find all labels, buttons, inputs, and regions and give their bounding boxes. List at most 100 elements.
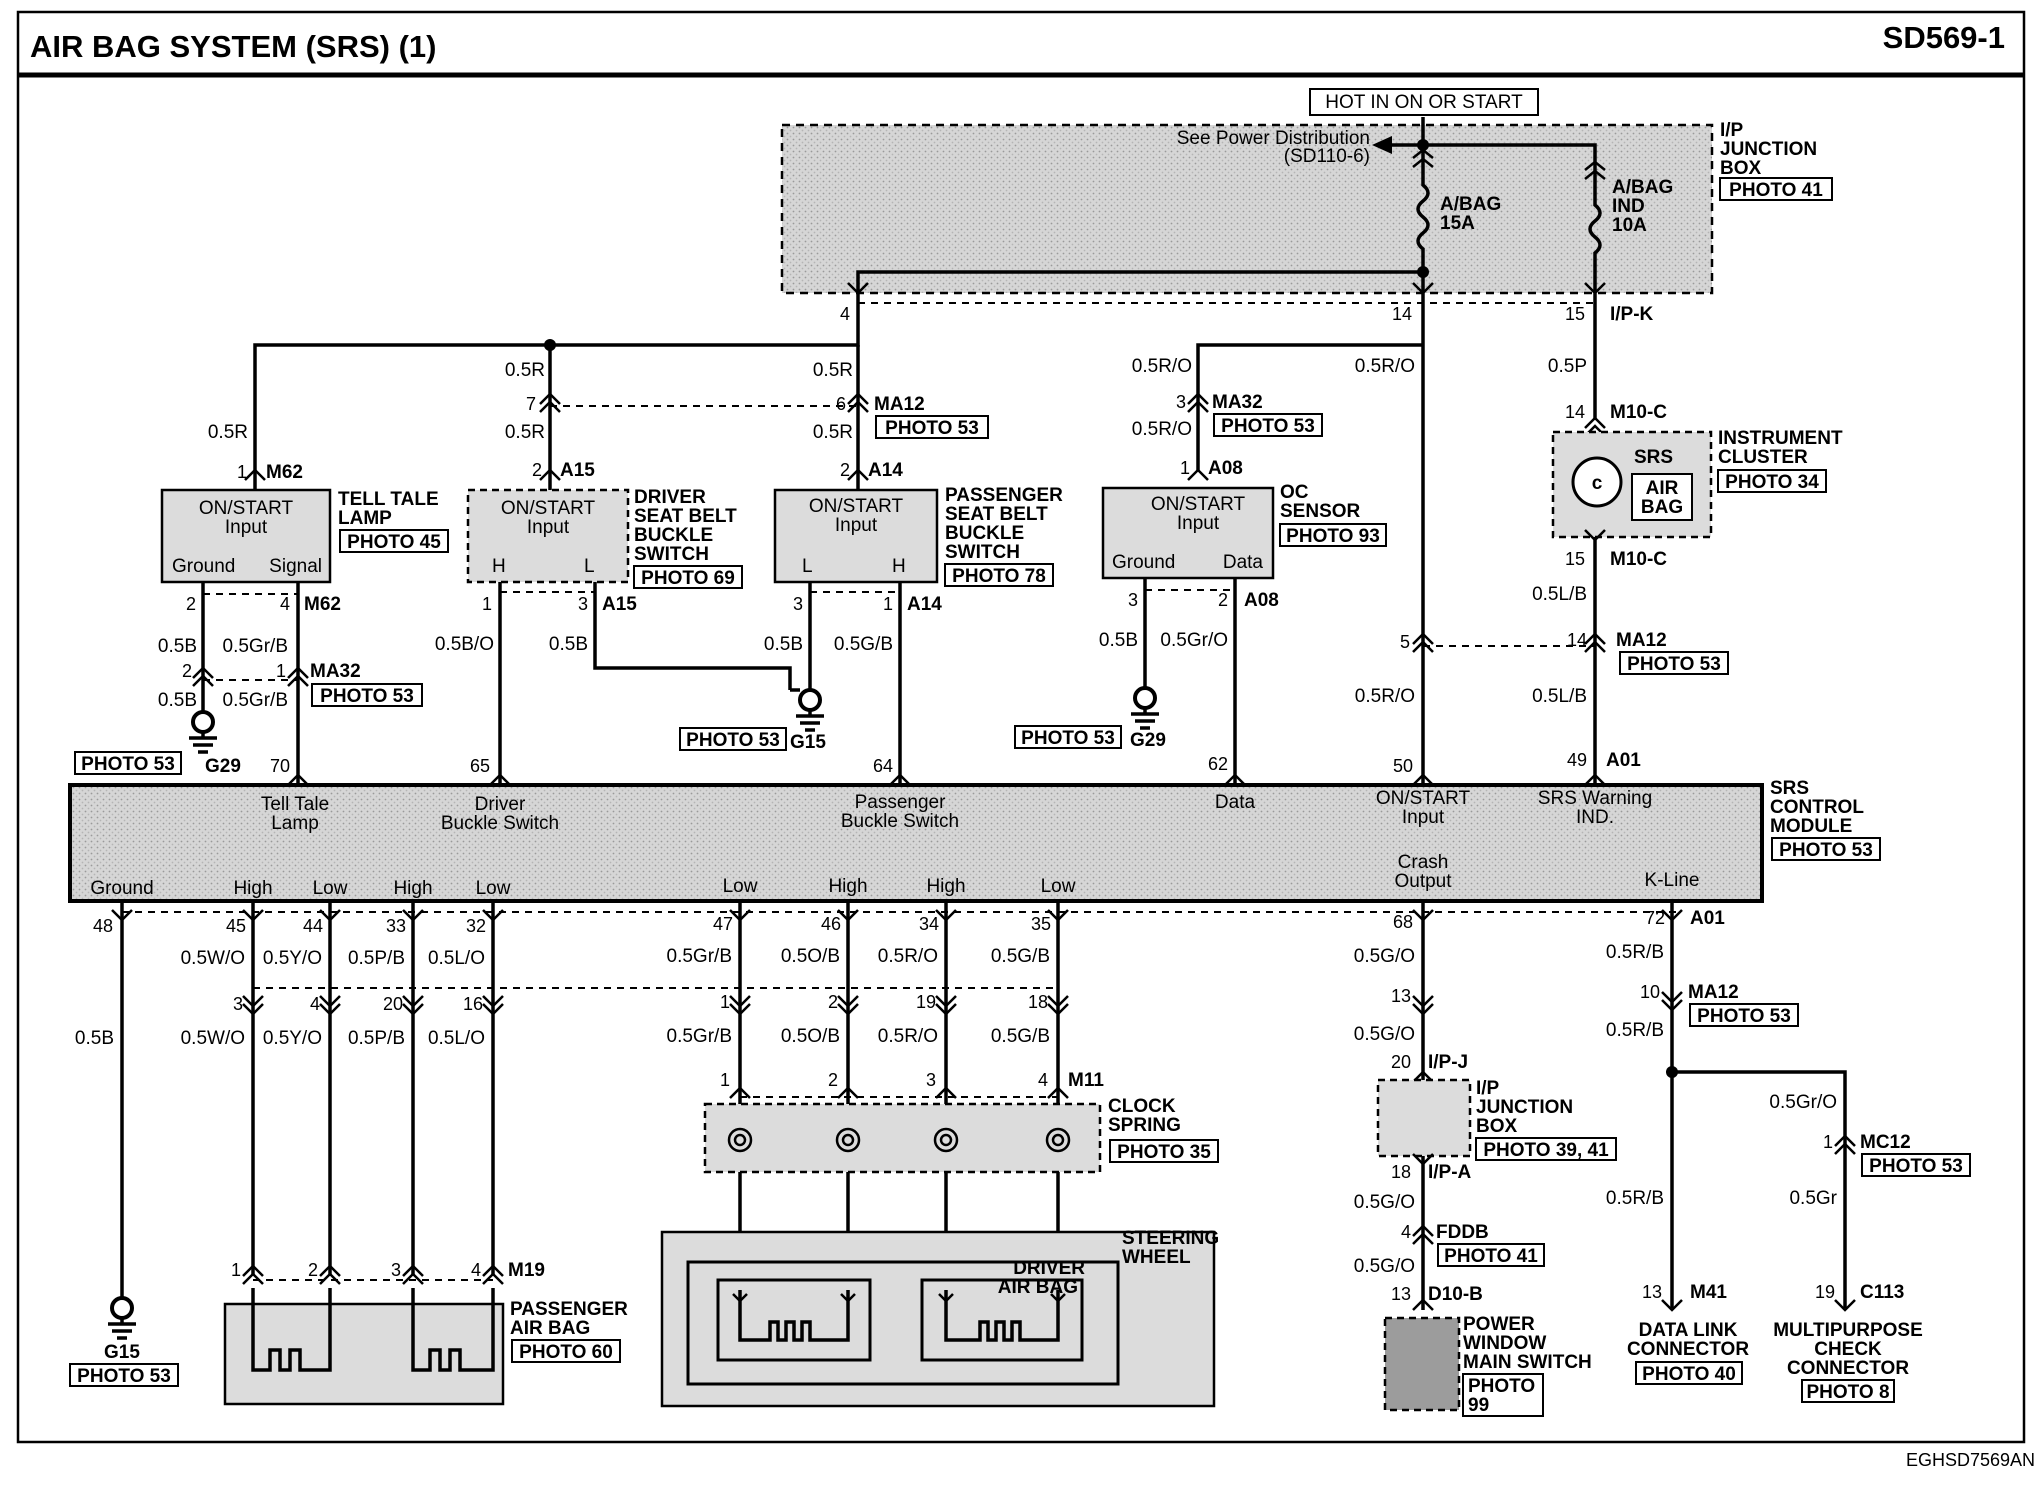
pin-label: 65 [470,756,490,776]
srs-pas-1: Passenger [855,792,947,813]
pin-label: 20 [383,994,403,1014]
wire-label: 0.5L/O [428,948,485,969]
airbag-squib-icon [411,1288,495,1372]
ground-g15: G15 [104,1342,140,1363]
pin-label: 3 [793,594,803,614]
ip-jb-label-1: I/P [1720,120,1744,141]
srs-low: Low [723,876,758,897]
fddb-photo-label: PHOTO 41 [1444,1246,1538,1267]
pin-label: 4 [280,594,290,614]
cs-label-2: SPRING [1108,1115,1181,1136]
ipjb2-label-2: JUNCTION [1476,1097,1573,1118]
wire-label: 0.5Gr/B [667,1026,732,1047]
wire-label: 0.5R/O [1355,686,1415,707]
pin-label: 46 [821,914,841,934]
fuse1-label-1: A/BAG [1440,194,1501,215]
wire-label: 0.5R [505,422,545,443]
dlc-photo: PHOTO 40 [1642,1364,1736,1385]
wire-label: 0.5O/B [781,1026,840,1047]
pin-label: 3 [1176,392,1186,412]
pin-label: 19 [1815,1282,1835,1302]
wire-label: 0.5Y/O [263,948,322,969]
oc-input-1: ON/START [1151,494,1246,515]
conn-a08: A08 [1208,458,1243,479]
pin-label: 50 [1393,756,1413,776]
oc-pin-data: Data [1223,552,1264,573]
srs-crash-2: Output [1394,871,1452,892]
pin-label: 6 [836,394,846,414]
sw-label-1: STEERING [1122,1228,1219,1249]
conn-m41: M41 [1690,1282,1727,1303]
srs-pas-2: Buckle Switch [841,811,959,832]
pas-photo-box [944,563,1054,587]
pin-label: 3 [1128,590,1138,610]
wire-label: 0.5R/O [1132,356,1192,377]
pas-label-4: SWITCH [945,542,1020,563]
cluster-photo-box [1717,469,1827,493]
squib-marks [732,1293,1066,1303]
pin-label: 45 [226,916,246,936]
srs-control-module [68,783,1764,903]
tt-photo: PHOTO 45 [347,532,441,553]
conn-a14: A14 [868,460,903,481]
ip-jb-photo-box [1719,177,1833,201]
m11-marks [729,1086,1069,1099]
pin-label: 19 [916,992,936,1012]
ground-g29: G29 [205,756,241,777]
photo-box [1437,1243,1545,1267]
conn-m11: M11 [1068,1070,1104,1091]
pin-label: 2 [308,1260,318,1280]
cluster-srs: SRS [1634,447,1673,468]
wire-label: 0.5B/O [435,634,494,655]
end-marks [1661,1299,1856,1312]
wire-label: 0.5R/B [1606,942,1664,963]
conn-ipk: I/P-K [1610,304,1654,325]
pin-label: 10 [1640,982,1660,1002]
wire-label: 0.5R [505,360,545,381]
photo-label: PHOTO 53 [1697,1006,1791,1027]
oc-photo-box [1279,523,1387,547]
photo-label: PHOTO 53 [320,686,414,707]
photo-label: PHOTO 53 [81,754,175,775]
page-frame [16,10,2026,1444]
srs-drv-1: Driver [475,794,526,815]
wire-label: 0.5B [158,636,197,657]
ground-symbol [110,1296,134,1320]
diagram-code: SD569-1 [1883,20,2005,55]
ma12-marks [1661,991,1683,1012]
drv-input-1: ON/START [501,498,596,519]
ipa-mark [1412,1153,1434,1166]
see-power-line1: See Power Distribution [1177,128,1370,149]
wire-label: 0.5Gr/O [1769,1092,1837,1113]
oc-label-1: OC [1280,482,1309,503]
wire-label: 0.5L/B [1532,584,1587,605]
pas-photo: PHOTO 78 [952,566,1046,587]
wire-label: 0.5P/B [348,948,405,969]
fuse2-label-2: IND [1612,196,1645,217]
pin-label: 1 [720,992,730,1012]
pin-label: 3 [578,594,588,614]
wire-label: 0.5W/O [181,1028,245,1049]
wire-label: 0.5R/B [1606,1188,1664,1209]
inline-marks [242,995,504,1016]
oc-photo: PHOTO 93 [1286,526,1380,547]
oc-feed-wire [1196,343,1423,470]
tt-photo-box [339,529,449,553]
srs-high: High [926,876,965,897]
ip-jb-label-2: JUNCTION [1720,139,1817,160]
pin-label: 3 [391,1260,401,1280]
ma12-connector-marks [539,392,869,413]
ipjb2-photo: PHOTO 39, 41 [1483,1140,1609,1161]
pin-label: 14 [1567,630,1587,650]
passenger-buckle-switch [773,488,939,584]
srs-photo-box [1771,837,1881,861]
srs-drv-2: Buckle Switch [441,813,559,834]
fddb-marks [1412,1224,1434,1245]
m19-marks [242,1264,504,1285]
drv-bottom-wires [498,582,792,785]
cs-label-1: CLOCK [1108,1096,1176,1117]
wire-label: 0.5R/O [878,946,938,967]
wire-label: 0.5Gr/O [1160,630,1228,651]
srs-tell-2: Lamp [271,813,319,834]
wire-label: 0.5R/B [1606,1020,1664,1041]
